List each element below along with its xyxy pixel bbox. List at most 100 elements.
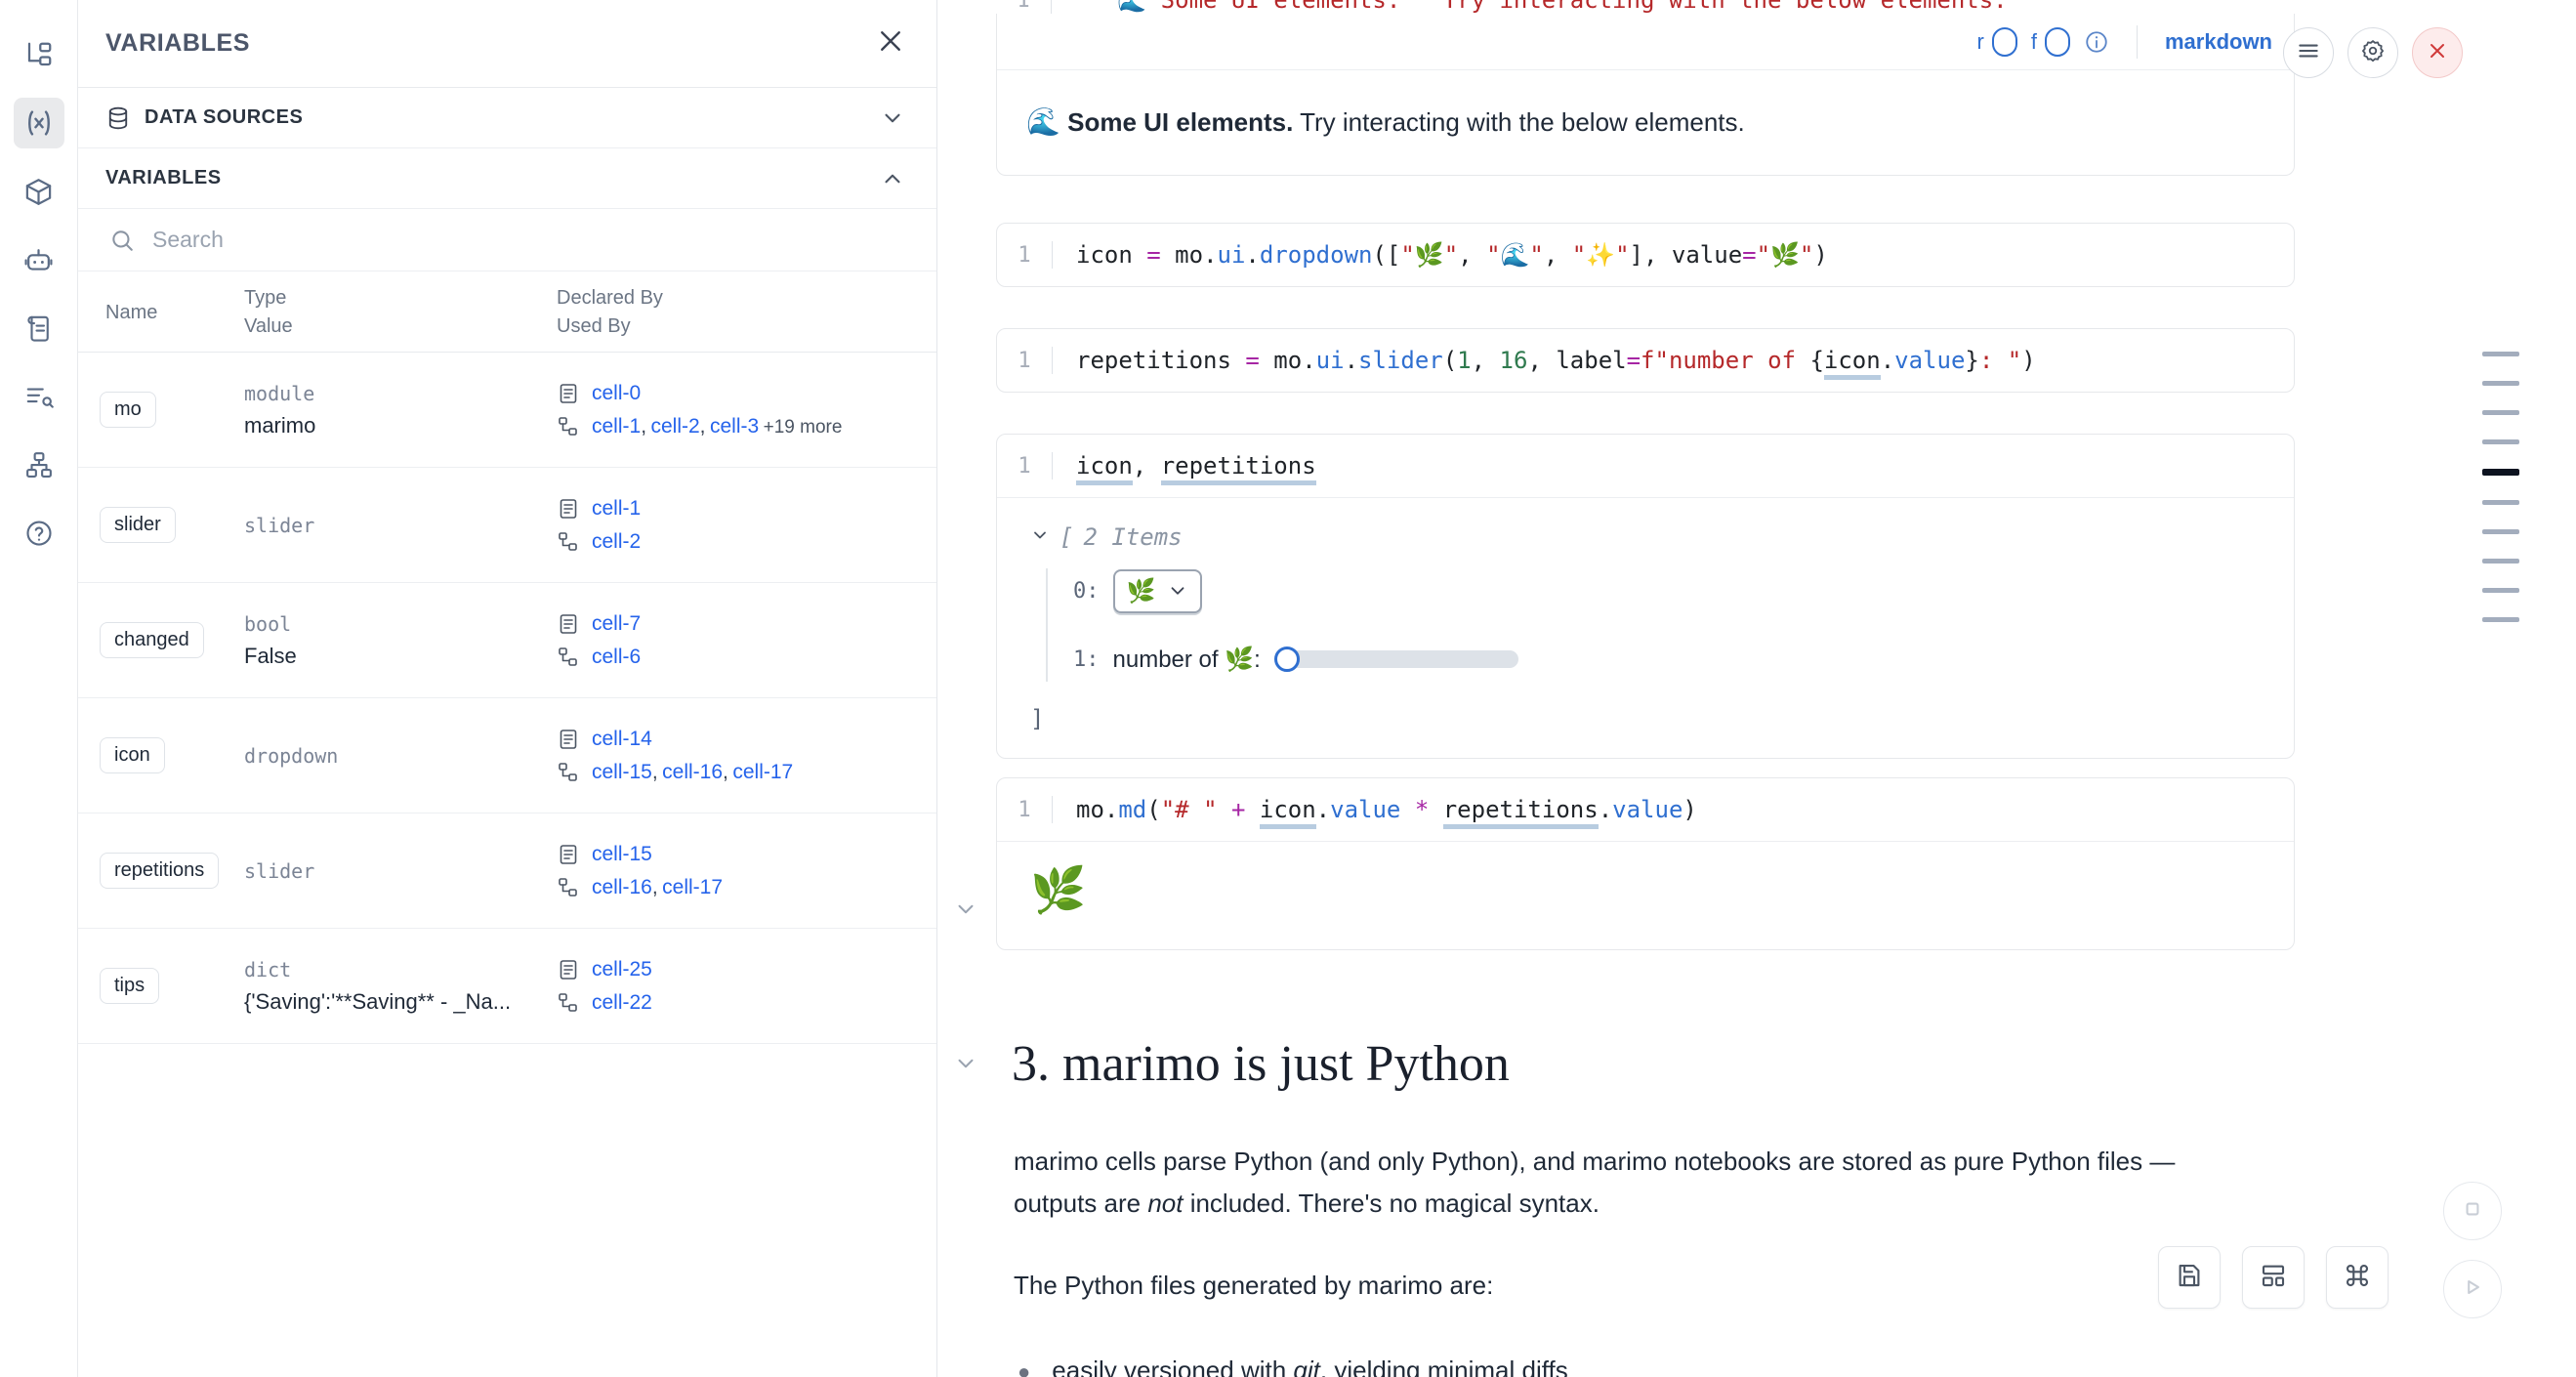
cell-link[interactable]: cell-17: [662, 875, 724, 898]
variable-name-chip[interactable]: icon: [100, 737, 165, 773]
close-panel-button[interactable]: [876, 26, 905, 61]
cell-link[interactable]: cell-16: [662, 760, 724, 783]
used-by-line: cell-15, cell-16, cell-17: [557, 761, 921, 784]
cell-link[interactable]: cell-17: [732, 760, 794, 783]
variable-name-chip[interactable]: slider: [100, 507, 176, 543]
scratchpad-icon: [24, 313, 54, 343]
sidebar-item-scratchpad[interactable]: [14, 303, 64, 354]
variable-name-chip[interactable]: tips: [100, 968, 160, 1004]
code-cell-dropdown[interactable]: 1 icon = mo.ui.dropdown(["🌿", "🌊", "✨"],…: [996, 223, 2295, 287]
dropdown-input[interactable]: 🌿: [1112, 568, 1203, 613]
variable-type: dropdown: [244, 743, 339, 768]
used-by-line: cell-1, cell-2, cell-3 +19 more: [557, 415, 921, 438]
cell-menu-button[interactable]: [2283, 27, 2334, 78]
language-tag[interactable]: markdown: [2164, 28, 2272, 54]
slider-track: [1283, 650, 1518, 668]
minimap-tick[interactable]: [2482, 352, 2519, 356]
layout-button[interactable]: [2242, 1246, 2305, 1309]
column-header-type: Type: [244, 287, 287, 309]
reactive-toggle[interactable]: r: [1977, 26, 2017, 57]
cell-delete-button[interactable]: [2412, 27, 2463, 78]
sidebar-item-chat[interactable]: [14, 234, 64, 285]
paragraph-1-a: marimo cells parse Python (and only Pyth…: [1014, 1147, 2150, 1176]
section-heading-wrap: 3. marimo is just Python: [953, 1035, 1510, 1093]
cell-link[interactable]: cell-3: [709, 414, 760, 438]
minimap-tick[interactable]: [2482, 410, 2519, 415]
table-row[interactable]: repetitions slider cell-15 cell-16, cell…: [78, 814, 936, 929]
table-row[interactable]: icon dropdown cell-14 cell-15, cell-16, …: [78, 698, 936, 814]
run-button[interactable]: [2443, 1260, 2502, 1318]
variables-table-header: Name Type Value Declared By Used By: [78, 271, 936, 353]
section-variables[interactable]: VARIABLES: [78, 148, 936, 209]
declared-by-line: cell-25: [557, 958, 921, 981]
variable-name-chip[interactable]: changed: [100, 622, 204, 658]
cell-link[interactable]: cell-0: [592, 381, 642, 404]
format-toggle[interactable]: f: [2031, 26, 2070, 57]
sidebar-item-help[interactable]: [14, 508, 64, 559]
minimap-tick[interactable]: [2482, 588, 2519, 593]
cell-link[interactable]: cell-6: [592, 645, 642, 668]
minimap-tick[interactable]: [2482, 559, 2519, 563]
cell-link[interactable]: cell-15: [592, 760, 652, 783]
variable-name-chip[interactable]: repetitions: [100, 853, 220, 889]
sidebar-item-outline[interactable]: [14, 371, 64, 422]
sidebar-item-packages[interactable]: [14, 166, 64, 217]
column-header-name: Name: [105, 301, 158, 323]
minimap-tick[interactable]: [2482, 529, 2519, 534]
collapse-cell-button[interactable]: [953, 897, 978, 927]
code-cell-display[interactable]: 1 icon, repetitions [ 2 Items: [996, 434, 2295, 759]
code-cell-slider[interactable]: 1 repetitions = mo.ui.slider(1, 16, labe…: [996, 328, 2295, 393]
paragraph-1-italic: not: [1147, 1188, 1184, 1218]
cell-link[interactable]: cell-2: [592, 529, 642, 553]
cell-link[interactable]: cell-1: [592, 414, 642, 438]
cell-link[interactable]: cell-25: [592, 957, 652, 981]
top-cell-code-text: """🌊 Some UI elements."" Try interacting…: [1075, 0, 2008, 14]
minimap-scrollbar[interactable]: [2482, 352, 2519, 622]
stop-button[interactable]: [2443, 1182, 2502, 1240]
column-header-used-by: Used By: [557, 315, 631, 337]
minimap-tick[interactable]: [2482, 469, 2519, 476]
used-by-line: cell-2: [557, 530, 921, 554]
variables-panel: VARIABLES DATA SOURCES VARIABLES: [78, 0, 937, 1377]
minimap-tick[interactable]: [2482, 500, 2519, 505]
variable-name-chip[interactable]: mo: [100, 392, 156, 428]
slider-label: number of 🌿:: [1112, 646, 1261, 673]
save-button[interactable]: [2158, 1246, 2221, 1309]
search-input[interactable]: [152, 227, 905, 253]
table-row[interactable]: tips dict{'Saving':'**Saving** - _Na... …: [78, 929, 936, 1044]
slider-input[interactable]: [1273, 647, 1518, 672]
cell-link[interactable]: cell-22: [592, 990, 652, 1014]
robot-icon: [23, 245, 54, 275]
more-count[interactable]: +19 more: [763, 416, 843, 438]
minimap-tick[interactable]: [2482, 381, 2519, 386]
info-icon[interactable]: [2084, 29, 2109, 55]
play-icon: [2460, 1274, 2485, 1305]
sidebar-item-file-tree[interactable]: [14, 29, 64, 80]
variable-value: False: [244, 643, 297, 668]
cell-doc-icon: [557, 497, 580, 521]
minimap-tick[interactable]: [2482, 439, 2519, 444]
cell-link[interactable]: cell-14: [592, 727, 652, 750]
bullet-1-italic: git: [1293, 1356, 1320, 1377]
column-header-value: Value: [244, 315, 293, 337]
table-row[interactable]: slider slider cell-1 cell-2: [78, 468, 936, 583]
slider-thumb[interactable]: [1273, 647, 1300, 672]
command-palette-button[interactable]: [2326, 1246, 2389, 1309]
cell-link[interactable]: cell-1: [592, 496, 642, 520]
chevron-down-icon[interactable]: [953, 1051, 978, 1076]
chevron-down-icon: [953, 904, 978, 926]
cell-link[interactable]: cell-7: [592, 611, 642, 635]
cell-settings-button[interactable]: [2347, 27, 2398, 78]
sidebar-item-variables[interactable]: [13, 98, 64, 148]
top-cell-code-truncated: 1 """🌊 Some UI elements."" Try interacti…: [996, 0, 2295, 16]
section-data-sources[interactable]: DATA SOURCES: [78, 88, 936, 148]
cell-link[interactable]: cell-2: [650, 414, 700, 438]
cell-link[interactable]: cell-16: [592, 875, 652, 898]
chevron-down-icon[interactable]: [1030, 523, 1050, 551]
code-cell-md[interactable]: 1 mo.md("# " + icon.value * repetitions.…: [996, 777, 2295, 950]
sidebar-item-dependencies[interactable]: [14, 439, 64, 490]
minimap-tick[interactable]: [2482, 617, 2519, 622]
cell-link[interactable]: cell-15: [592, 842, 652, 865]
